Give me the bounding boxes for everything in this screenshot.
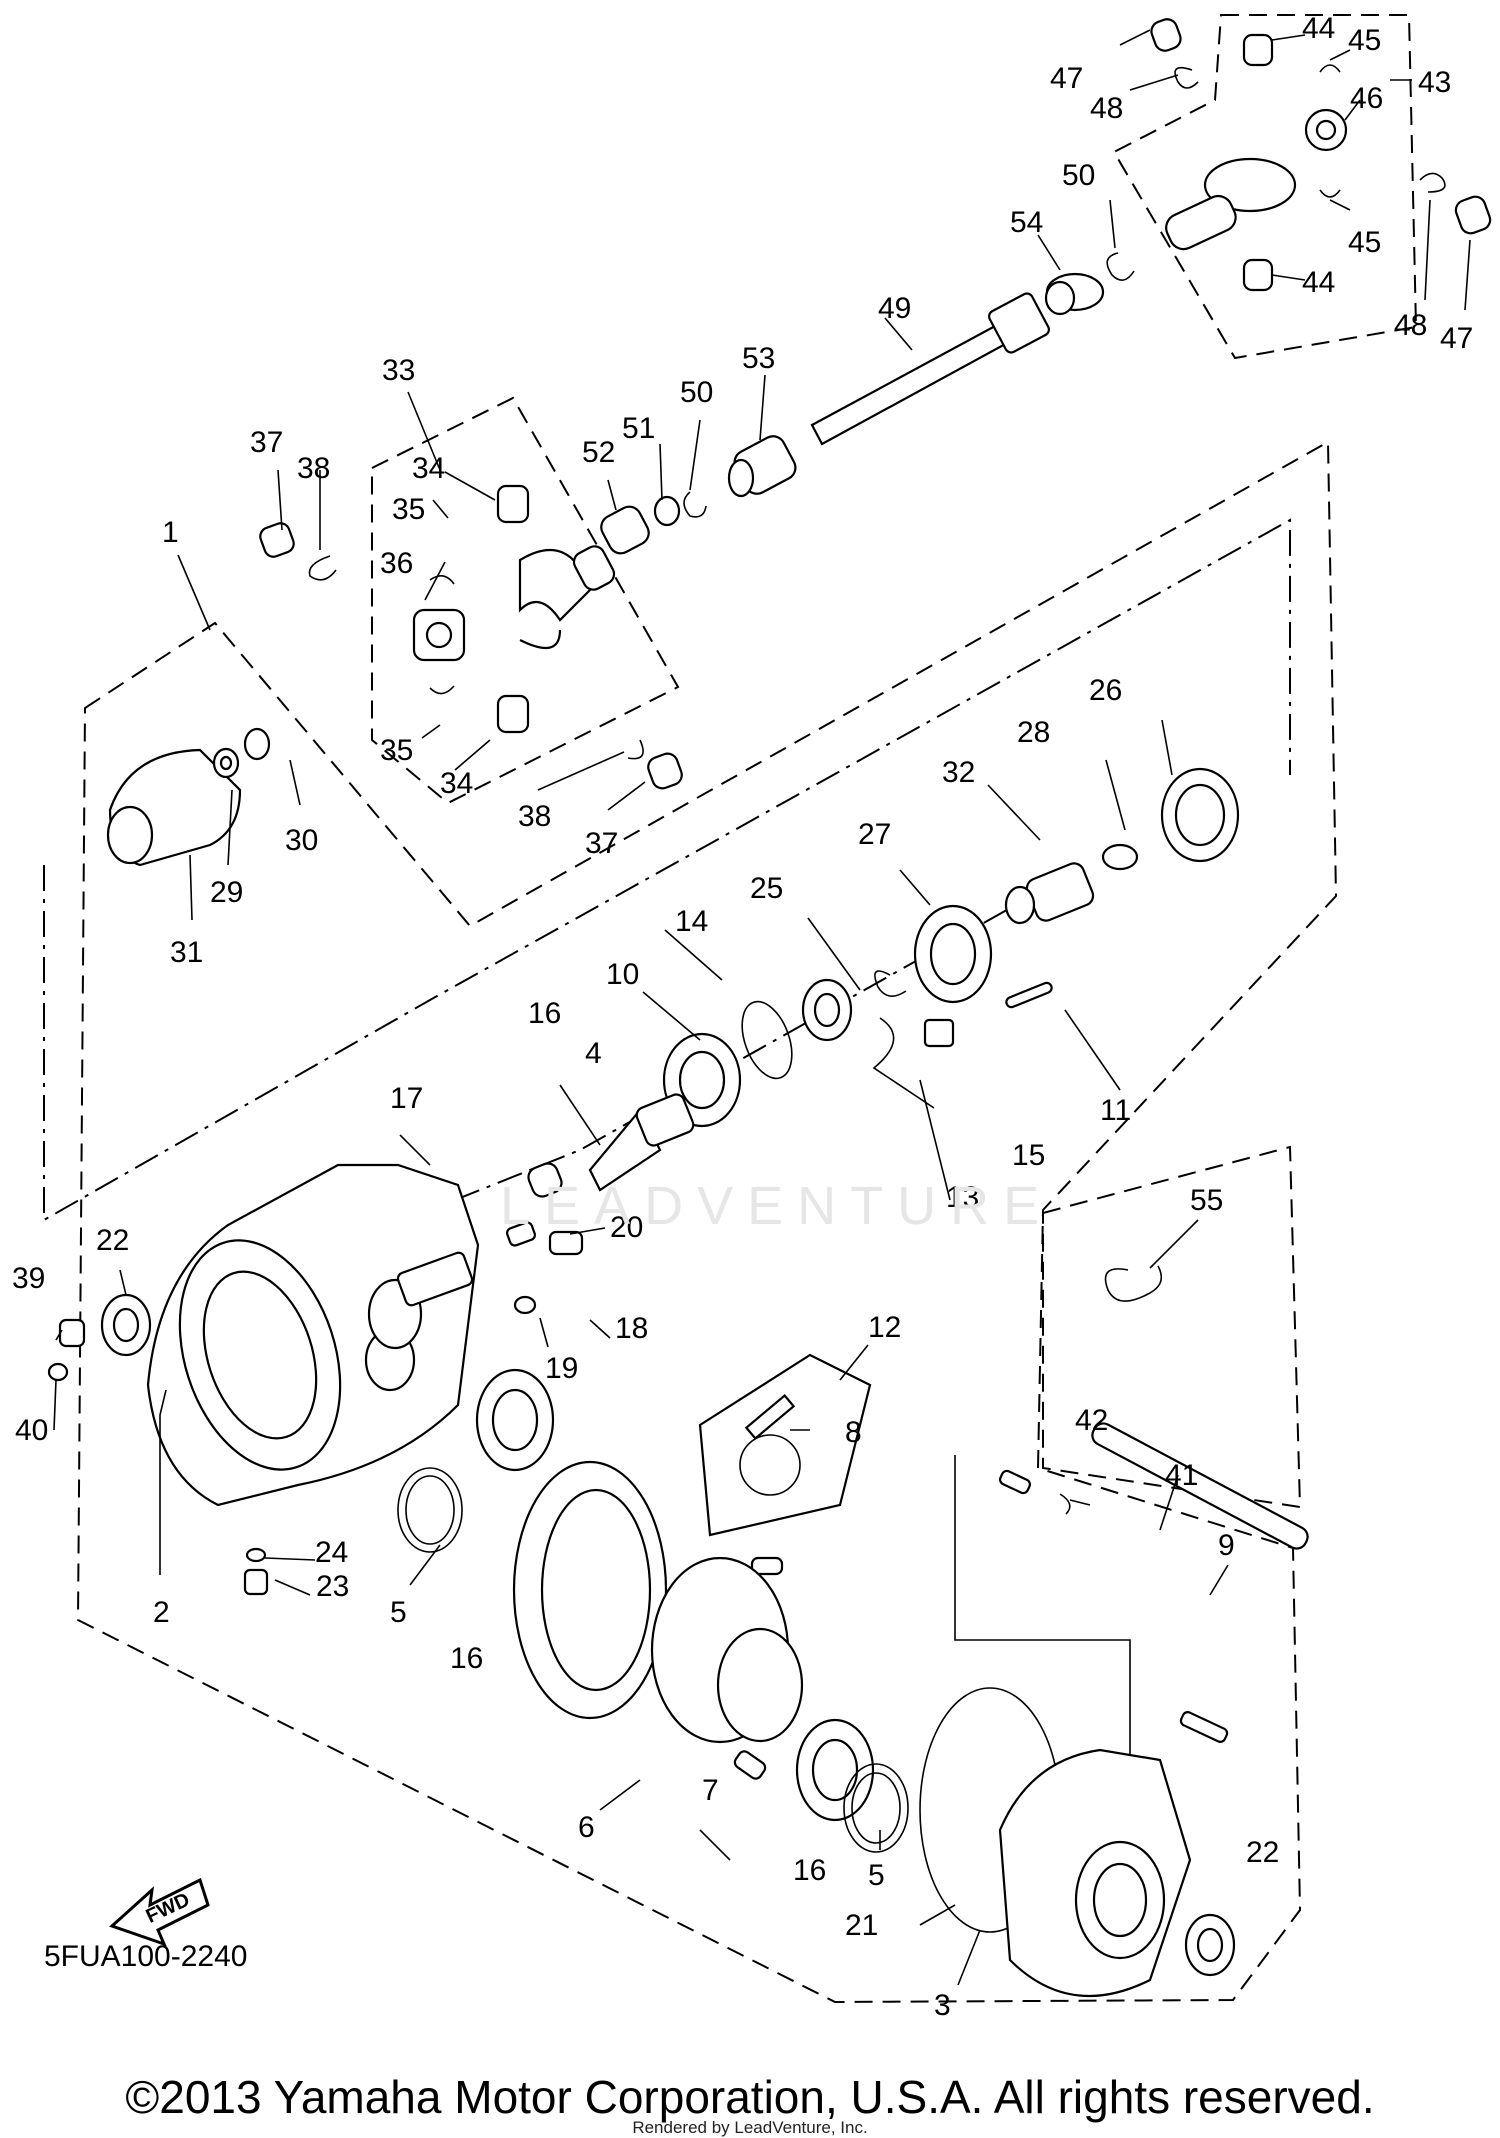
callout-10: 10 xyxy=(606,958,639,991)
callout-55: 55 xyxy=(1190,1184,1223,1217)
callout-46: 46 xyxy=(1350,82,1383,115)
callout-45-top: 45 xyxy=(1348,24,1381,57)
callout-36: 36 xyxy=(380,547,413,580)
callout-35-top: 35 xyxy=(392,493,425,526)
callout-17: 17 xyxy=(390,1082,423,1115)
callout-51: 51 xyxy=(622,412,655,445)
callout-34-top: 34 xyxy=(412,452,445,485)
callout-13: 13 xyxy=(946,1181,979,1214)
diagram-code: 5FUA100-2240 xyxy=(44,1940,248,1973)
callout-40: 40 xyxy=(15,1414,48,1447)
copyright-notice: ©2013 Yamaha Motor Corporation, U.S.A. A… xyxy=(125,2071,1375,2123)
callout-44-top: 44 xyxy=(1302,12,1335,45)
callout-28: 28 xyxy=(1017,716,1050,749)
callout-26: 26 xyxy=(1089,674,1122,707)
callout-43: 43 xyxy=(1418,66,1451,99)
callout-24: 24 xyxy=(315,1536,348,1569)
callout-5-left: 5 xyxy=(390,1596,407,1629)
callout-52: 52 xyxy=(582,436,615,469)
callout-16-right: 16 xyxy=(793,1854,826,1887)
universal-joint-upper xyxy=(1150,18,1492,292)
callout-54: 54 xyxy=(1010,206,1043,239)
callout-37-top: 37 xyxy=(250,426,283,459)
assembly-line-right xyxy=(954,1455,1131,1795)
callout-14: 14 xyxy=(675,905,708,938)
callout-4: 4 xyxy=(585,1037,602,1070)
callout-48-top: 48 xyxy=(1090,92,1123,125)
callout-8: 8 xyxy=(845,1416,862,1449)
callout-39: 39 xyxy=(12,1262,45,1295)
watermark: LEADVENTURE xyxy=(500,1176,1054,1236)
callout-38-top: 38 xyxy=(297,452,330,485)
group-boundary-33 xyxy=(371,396,680,805)
callout-7: 7 xyxy=(702,1774,719,1807)
callout-22-right: 22 xyxy=(1246,1836,1279,1869)
callout-33: 33 xyxy=(382,354,415,387)
callout-21: 21 xyxy=(845,1909,878,1942)
axis-line-main xyxy=(43,518,1291,1222)
callout-42: 42 xyxy=(1075,1404,1108,1437)
callout-31: 31 xyxy=(170,936,203,969)
group-boundary-1 xyxy=(76,440,1338,2004)
rendered-by-notice: Rendered by LeadVenture, Inc. xyxy=(632,2118,868,2137)
callout-27: 27 xyxy=(858,818,891,851)
callout-1: 1 xyxy=(162,516,179,549)
callout-50-top: 50 xyxy=(1062,159,1095,192)
callout-35-bottom: 35 xyxy=(380,734,413,767)
final-drive-case xyxy=(146,1163,584,1507)
callout-18: 18 xyxy=(615,1312,648,1345)
callout-44-bottom: 44 xyxy=(1302,266,1335,299)
callout-3: 3 xyxy=(934,1989,951,2022)
callout-6: 6 xyxy=(578,1811,595,1844)
callout-11: 11 xyxy=(1100,1094,1131,1127)
callout-49: 49 xyxy=(878,292,911,325)
callout-labels: 1 2 3 4 5 5 6 7 8 9 10 11 12 13 14 15 16… xyxy=(12,12,1473,2022)
callout-48-bottom: 48 xyxy=(1394,309,1427,342)
callout-2: 2 xyxy=(153,1596,170,1629)
gear-case-3 xyxy=(100,1293,1236,1998)
callout-47-top: 47 xyxy=(1050,62,1083,95)
pinion-gear-assembly xyxy=(527,767,1240,1198)
universal-joint-lower xyxy=(259,484,683,790)
fwd-arrow-icon: FWD xyxy=(109,1877,210,1947)
callout-12: 12 xyxy=(868,1311,901,1344)
callout-16-mid: 16 xyxy=(450,1642,483,1675)
callout-5-right: 5 xyxy=(868,1859,885,1892)
callout-47-bottom: 47 xyxy=(1440,322,1473,355)
callout-19: 19 xyxy=(545,1352,578,1385)
callout-15: 15 xyxy=(1012,1139,1045,1172)
group-boundary-43 xyxy=(1112,14,1418,360)
ring-gear-assembly xyxy=(397,1368,909,1853)
callout-16-top: 16 xyxy=(528,997,561,1030)
callout-41: 41 xyxy=(1165,1459,1198,1492)
callout-29: 29 xyxy=(210,876,243,909)
group-boundary-55 xyxy=(1042,1145,1302,1509)
callout-22-left: 22 xyxy=(96,1224,129,1257)
callout-9: 9 xyxy=(1218,1529,1235,1562)
drive-shaft xyxy=(600,252,1135,555)
leader-lines xyxy=(53,29,1471,1986)
cover-12 xyxy=(698,1353,872,1576)
callout-37-bottom: 37 xyxy=(585,827,618,860)
callout-32: 32 xyxy=(942,756,975,789)
callout-25: 25 xyxy=(750,872,783,905)
callout-45-bottom: 45 xyxy=(1348,226,1381,259)
callout-50-bottom: 50 xyxy=(680,376,713,409)
callout-20: 20 xyxy=(610,1211,643,1244)
yoke-assembly xyxy=(106,727,271,867)
callout-34-bottom: 34 xyxy=(440,767,473,800)
misc-parts xyxy=(47,1265,1309,1596)
callout-38-bottom: 38 xyxy=(518,800,551,833)
callout-23: 23 xyxy=(316,1570,349,1603)
callout-30: 30 xyxy=(285,824,318,857)
callout-53: 53 xyxy=(742,342,775,375)
